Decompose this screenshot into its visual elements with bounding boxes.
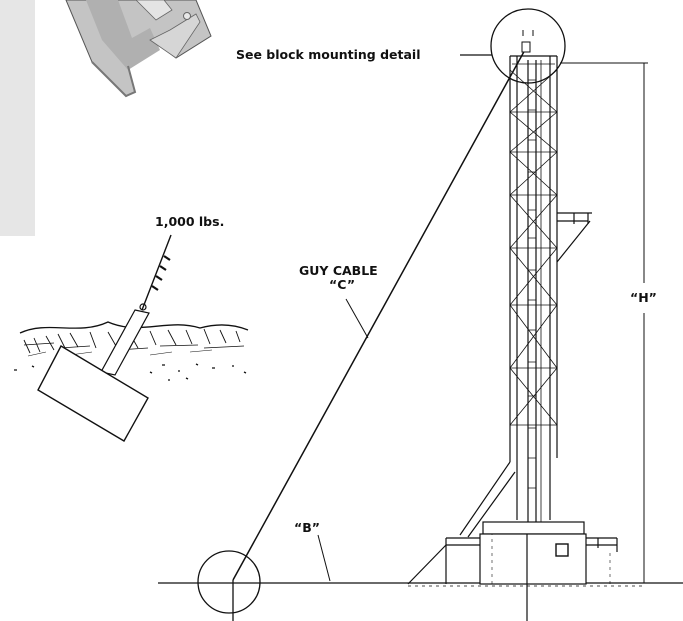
ground-line bbox=[158, 582, 683, 587]
guy-cable-line bbox=[232, 47, 527, 581]
block-detail-label: See block mounting detail bbox=[236, 47, 420, 62]
block-photo bbox=[65, 0, 212, 98]
b-leader bbox=[317, 534, 331, 582]
anchor-circle bbox=[197, 550, 261, 621]
ground-anchor bbox=[14, 234, 249, 442]
guy-cable-label: GUY CABLE bbox=[299, 263, 378, 278]
load-label: 1,000 lbs. bbox=[155, 214, 224, 229]
distance-b-label: “B” bbox=[294, 520, 320, 535]
height-h-label: “H” bbox=[630, 290, 657, 305]
cable-c-label: “C” bbox=[329, 277, 355, 292]
tower bbox=[459, 55, 592, 538]
h-dimension bbox=[560, 62, 648, 583]
c-leader bbox=[345, 298, 369, 339]
tower-base bbox=[407, 521, 618, 585]
side-panel bbox=[0, 0, 35, 236]
